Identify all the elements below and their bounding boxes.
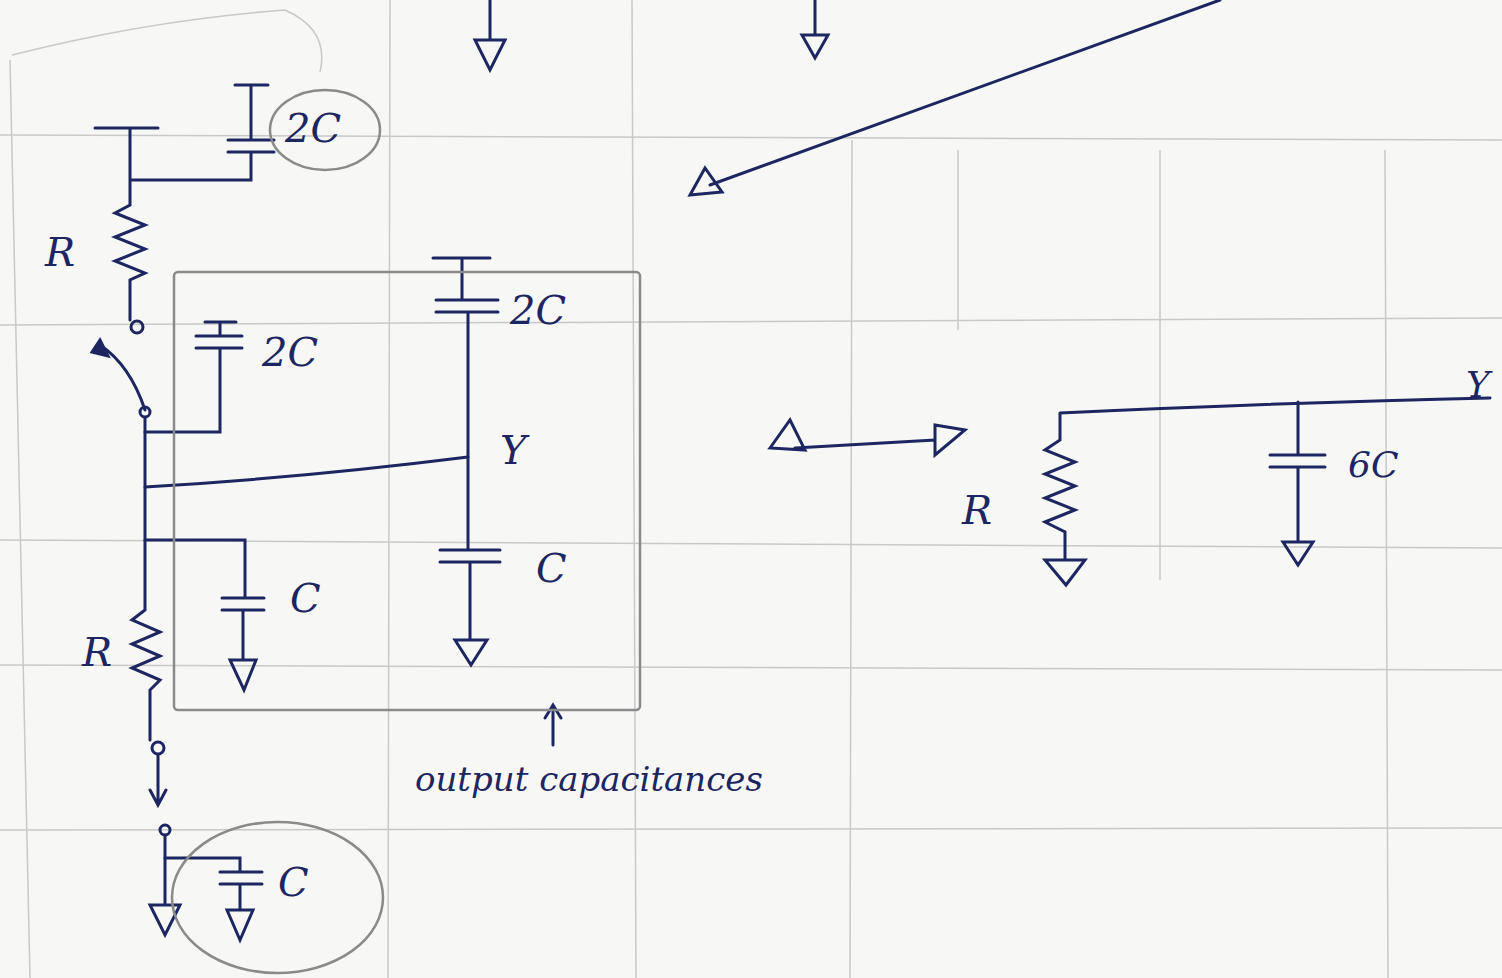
- capacitor-value: 2C: [262, 332, 318, 372]
- component-label: R: [82, 632, 112, 672]
- capacitor-value: 2C: [510, 290, 566, 330]
- capacitor-value: C: [278, 862, 309, 902]
- capacitor-value: 2C: [285, 108, 341, 148]
- component-label: Y: [1466, 367, 1490, 403]
- component-label: R: [45, 232, 75, 272]
- capacitor-value: C: [536, 548, 567, 588]
- note-label: output capacitances: [415, 762, 763, 796]
- capacitance-box: 2C 2C Y C C: [172, 270, 642, 712]
- circled-capacitor: 2C: [268, 88, 382, 172]
- capacitor-value: Y: [500, 430, 526, 470]
- circled-capacitor: C: [170, 820, 385, 975]
- capacitor-value: C: [290, 578, 321, 618]
- component-label: 6C: [1348, 447, 1398, 483]
- component-label: R: [962, 490, 992, 530]
- circle-outline: [170, 820, 385, 975]
- circuit-wires: [92, 0, 1490, 940]
- box-outline: [172, 270, 642, 712]
